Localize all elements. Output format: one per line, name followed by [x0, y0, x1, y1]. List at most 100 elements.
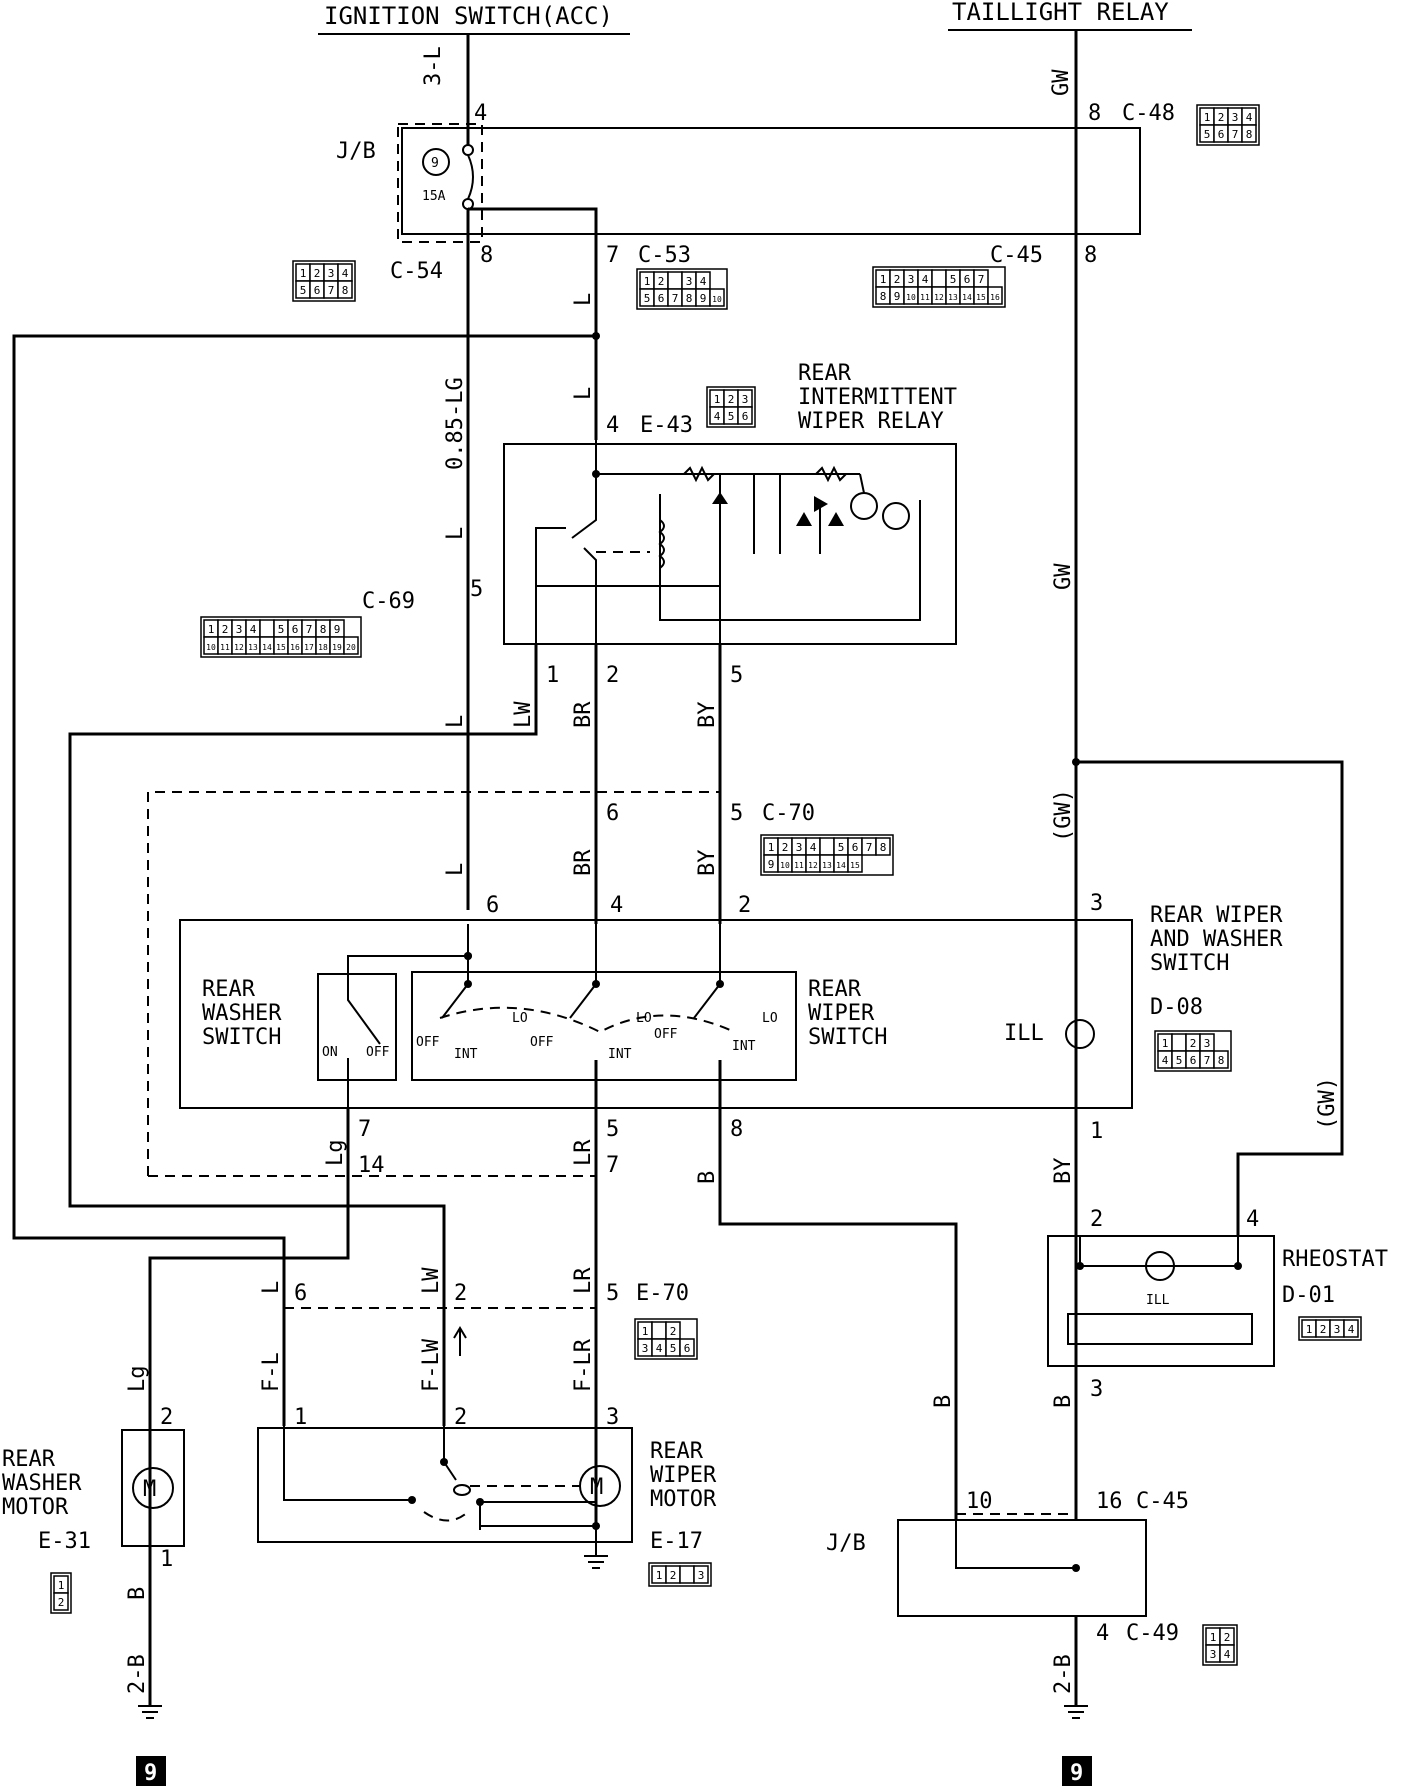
connector-pin-number: 5	[728, 410, 735, 423]
connector-pin-number: 3	[742, 393, 749, 406]
connector-pin-number: 4	[1162, 1054, 1169, 1067]
ground-ref-right-badge	[1062, 1756, 1092, 1786]
connector-d08: D-08	[1150, 995, 1203, 1020]
wiper1-lo: LO	[512, 1011, 528, 1026]
connector-pin-number: 8	[320, 623, 327, 636]
connector-c69: C-69	[362, 589, 415, 614]
connector-pin-number: 16	[990, 293, 1000, 302]
wire-label-by-c70: BY	[695, 850, 720, 877]
jb-top-label: J/B	[336, 139, 376, 164]
pin-5-c69: 5	[470, 577, 483, 602]
connector-pin-number: 9	[334, 623, 341, 636]
pin-8-c54: 8	[480, 243, 493, 268]
connector-pin-number: 1	[300, 267, 307, 280]
relay-diode2	[828, 512, 844, 526]
connector-pin-number: 3	[642, 1342, 649, 1355]
pin-1-sw: 1	[1090, 1119, 1103, 1144]
pin-4-rheo: 4	[1246, 1207, 1259, 1232]
connector-pin-number: 1	[1210, 1631, 1217, 1644]
wire-lg-washer	[148, 1238, 350, 1620]
connector-pin-number: 8	[1246, 128, 1253, 141]
jb-top-dashed	[397, 123, 483, 243]
connector-pin-number: 11	[920, 293, 930, 302]
pin-7-c70: 7	[606, 1153, 619, 1178]
connector-cell	[1241, 124, 1257, 143]
wire-label-l-e70: L	[259, 1281, 284, 1294]
relay-pin1-line	[535, 527, 566, 644]
wws-box	[179, 919, 1133, 1109]
washer-motor-label-line3: MOTOR	[2, 1495, 69, 1520]
fuse-number-circle	[422, 148, 450, 176]
wiper-switch-label-line1: REAR	[808, 977, 862, 1002]
wire-label-l-c70: L	[443, 863, 468, 876]
wws-label-line3: SWITCH	[1150, 951, 1229, 976]
connector-pin-number: 9	[768, 858, 775, 871]
connector-pin-number: 1	[656, 1569, 663, 1582]
washer-motor-label-line1: REAR	[2, 1447, 56, 1472]
connector-pin-number: 8	[342, 284, 349, 297]
relay-resistor2	[815, 465, 847, 483]
connector-cell	[693, 1565, 709, 1584]
connector-cell	[1343, 1319, 1359, 1338]
connector-pin-number: 9	[700, 292, 707, 305]
relay-box	[503, 443, 957, 645]
connector-pin-number: 1	[208, 623, 215, 636]
connector-cell	[819, 837, 835, 856]
connector-pin-number: 6	[292, 623, 299, 636]
connector-pin-number: 1	[642, 1325, 649, 1338]
connector-cell	[343, 636, 359, 655]
connector-pin-number: 13	[248, 643, 258, 652]
pin-2-sw: 2	[738, 893, 751, 918]
connector-pin-number: 1	[644, 275, 651, 288]
connector-pin-number: 3	[908, 273, 915, 286]
connector-pin-number: 8	[1218, 1054, 1225, 1067]
wire-label-br: BR	[571, 701, 596, 728]
wire-label-flr: F-LR	[571, 1338, 596, 1392]
pin-4-e43: 4	[606, 413, 619, 438]
relay-return-line	[659, 494, 921, 621]
connector-pin-number: 11	[794, 861, 804, 870]
pin-5-c70: 5	[730, 801, 743, 826]
washer-switch-on: ON	[322, 1045, 338, 1060]
pin-4-sw: 4	[610, 893, 623, 918]
connector-c48: C-48	[1122, 101, 1175, 126]
pin-3-wm: 3	[606, 1405, 619, 1430]
connector-pin-number: 3	[1232, 111, 1239, 124]
pin-3-rheo: 3	[1090, 1377, 1103, 1402]
connector-pin-number: 10	[780, 861, 790, 870]
connector-pin-number: 4	[1246, 111, 1253, 124]
wire-l-to-e70	[12, 334, 596, 1426]
wiper-motor-node	[592, 1522, 600, 1530]
rheostat-label: RHEOSTAT	[1282, 1247, 1388, 1272]
connector-pin-number: 7	[1232, 128, 1239, 141]
connector-e17: E-17	[650, 1529, 703, 1554]
wiper-motor-m: M	[590, 1475, 603, 1500]
wire-label-lw-e70: LW	[419, 1267, 444, 1294]
relay-label-line2: INTERMITTENT	[798, 385, 957, 410]
connector-pin-number: 3	[796, 841, 803, 854]
washer-motor-box	[121, 1429, 185, 1547]
rheostat-ill-label: ILL	[1146, 1293, 1170, 1308]
connector-pin-number: 3	[1204, 1037, 1211, 1050]
rheostat-ill-line	[1079, 1236, 1239, 1267]
connector-pin-number: 10	[206, 643, 216, 652]
connector-pin-number: 8	[880, 290, 887, 303]
wiper2-off: OFF	[530, 1035, 554, 1050]
ground-right-icon	[1064, 1705, 1088, 1719]
washer-motor-icon	[132, 1467, 174, 1509]
connector-d01: D-01	[1282, 1283, 1335, 1308]
connector-pin-number: 2	[1224, 1631, 1231, 1644]
junction-dots	[464, 332, 1242, 1270]
park-switch-dot3	[476, 1498, 484, 1506]
washer-motor-m: M	[143, 1477, 156, 1502]
connector-pin-number: 2	[1218, 111, 1225, 124]
connector-pin-number: 1	[1162, 1037, 1169, 1050]
connector-pin-number: 7	[306, 623, 313, 636]
pin-1-relay: 1	[546, 663, 559, 688]
